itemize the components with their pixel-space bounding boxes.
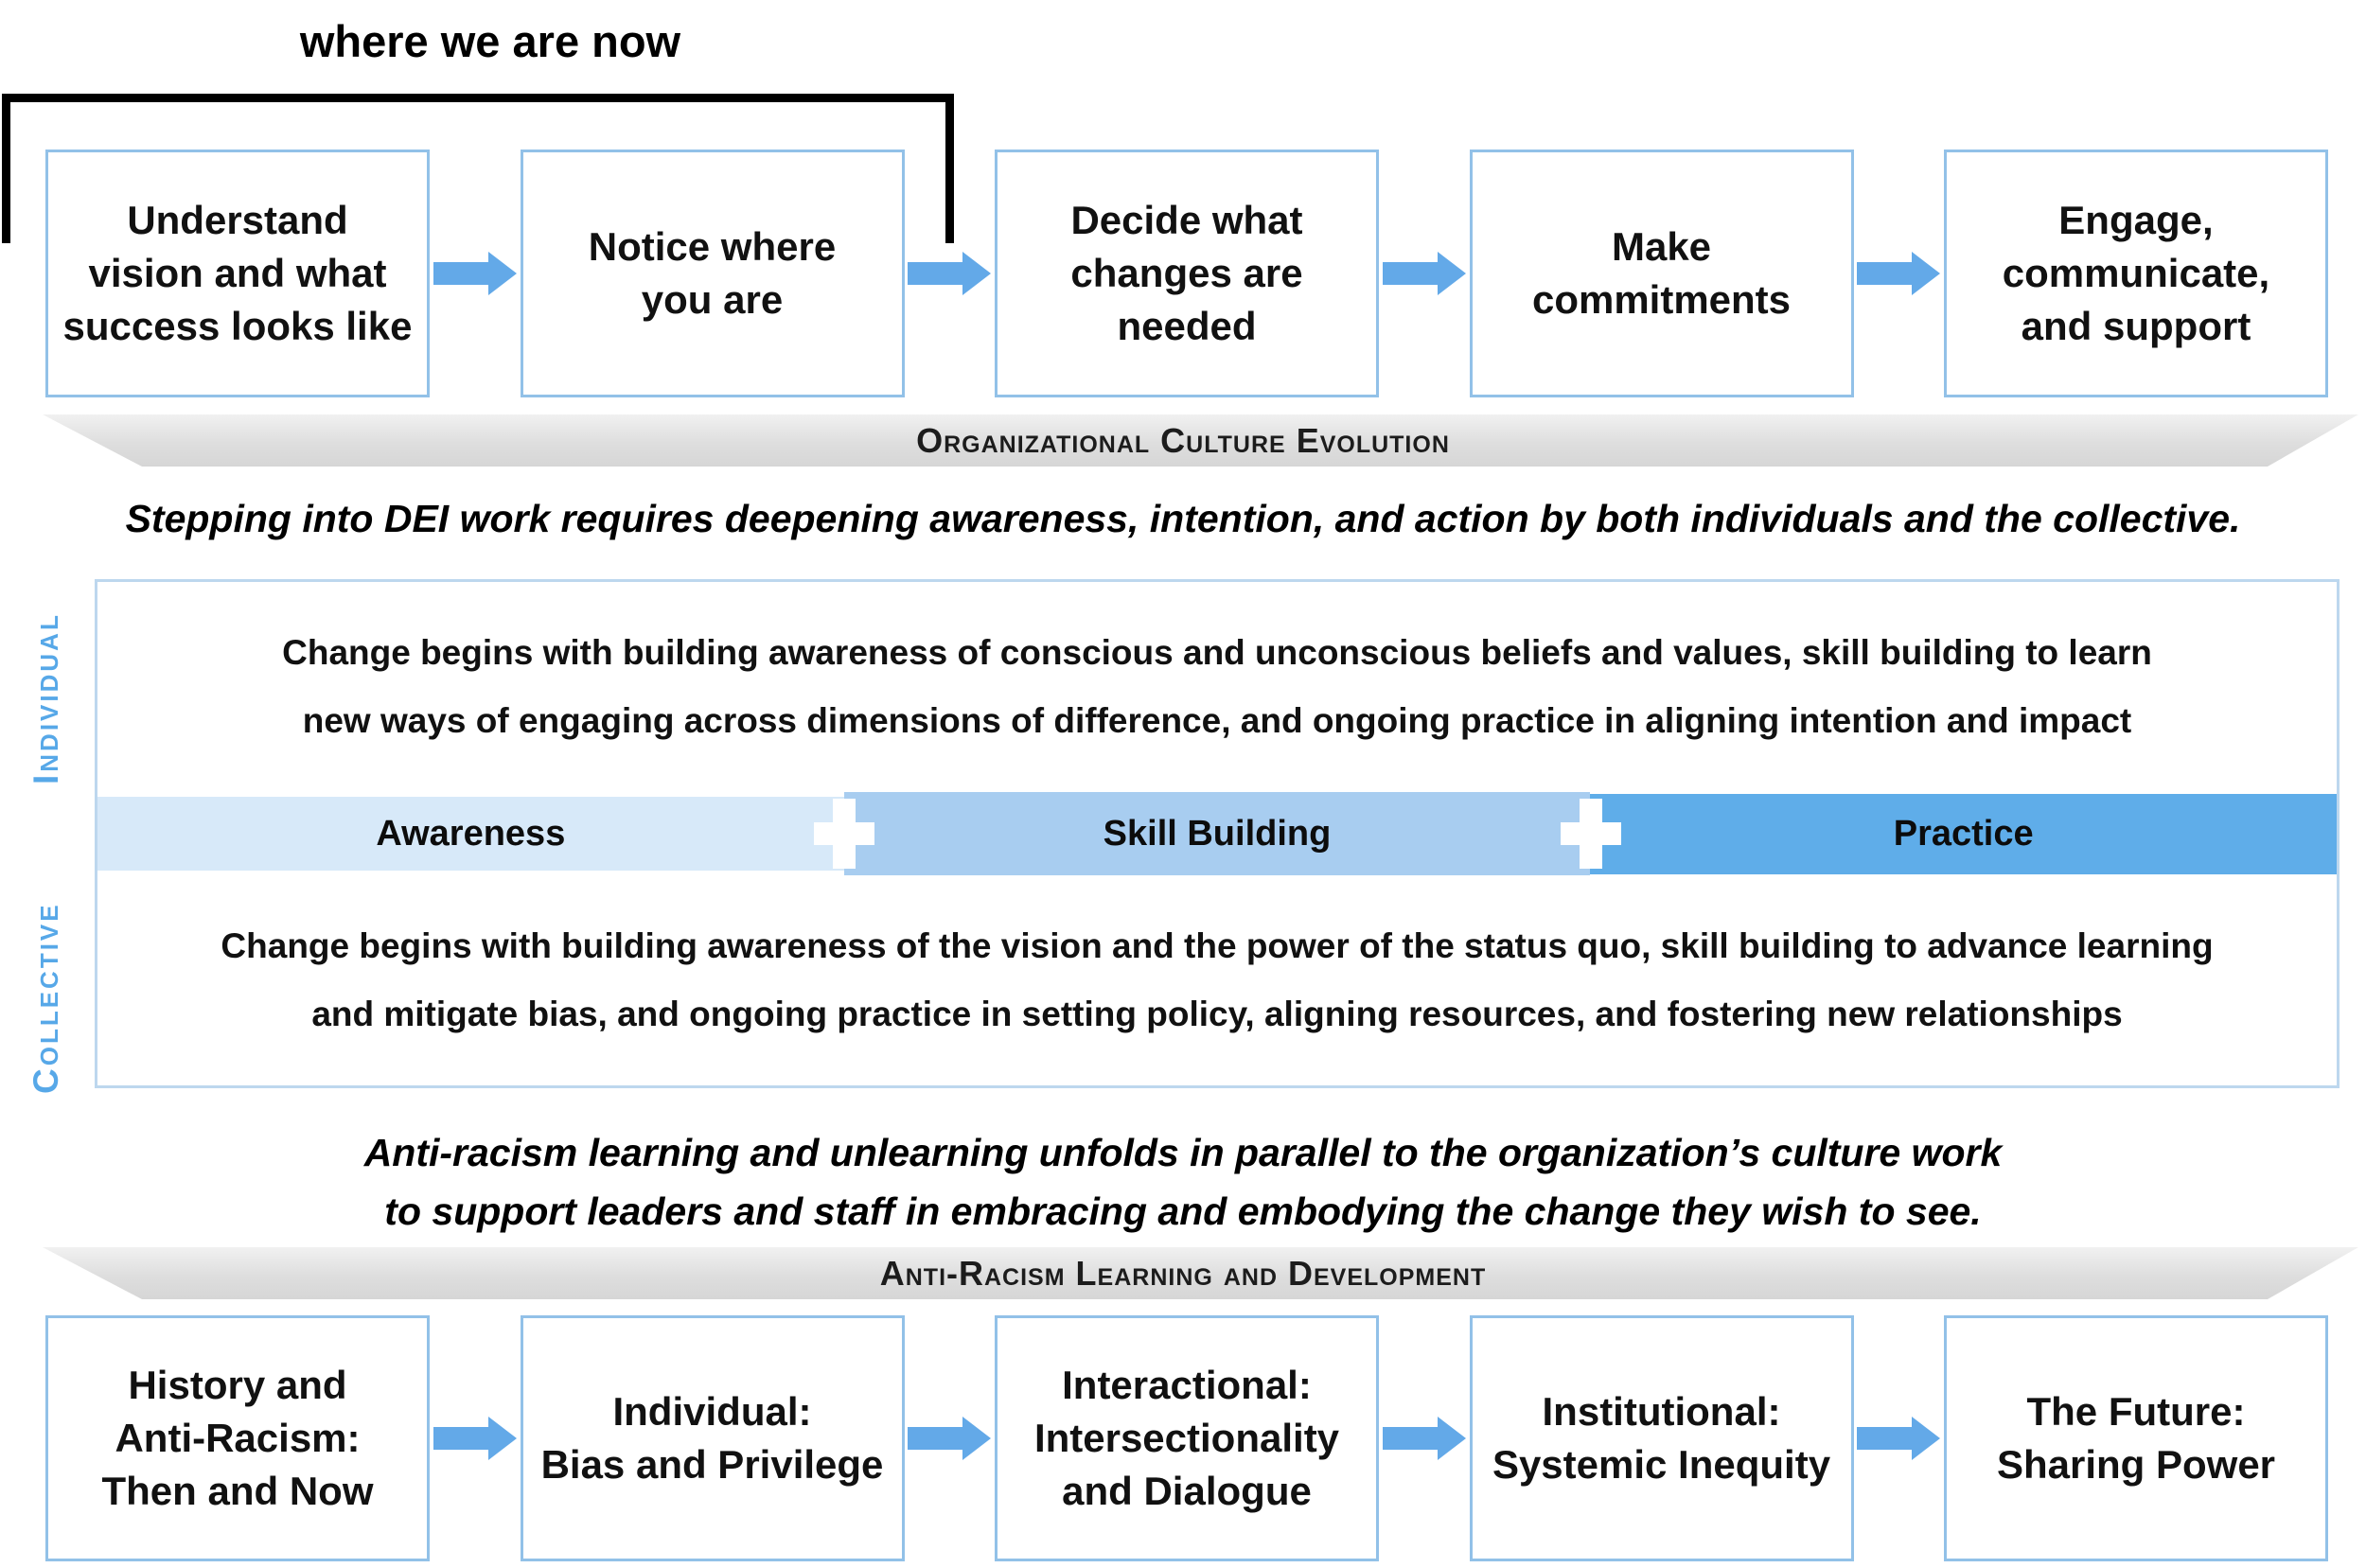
- phase-awareness: Awareness: [97, 797, 844, 871]
- step-make-commitments: Make commitments: [1469, 150, 1854, 397]
- arrow-right-icon: [433, 1417, 517, 1460]
- anti-racism-statement: Anti-racism learning and unlearning unfo…: [363, 1131, 2003, 1233]
- collective-axis-label: Collective: [26, 902, 65, 1095]
- arrow-right-icon: [1382, 1417, 1466, 1460]
- change-matrix: Change begins with building awareness of…: [95, 579, 2340, 1088]
- arrow-right-icon: [1857, 1417, 1941, 1460]
- dei-statement: Stepping into DEI work requires deepenin…: [125, 497, 2241, 540]
- phase-bar: Awareness Skill Building Practice: [97, 792, 2338, 875]
- phase-practice: Practice: [1590, 793, 2338, 874]
- anti-racism-learning-banner: Anti-Racism Learning and Development: [43, 1247, 2358, 1299]
- arrow-right-icon: [433, 252, 517, 295]
- step-future-sharing-power: The Future: Sharing Power: [1944, 1315, 2328, 1561]
- step-individual-bias: Individual: Bias and Privilege: [520, 1315, 905, 1561]
- where-we-are-now-label: where we are now: [299, 16, 681, 66]
- plus-icon: [1561, 799, 1621, 869]
- step-history-anti-racism: History and Anti-Racism: Then and Now: [45, 1315, 430, 1561]
- arrow-right-icon: [908, 1417, 992, 1460]
- step-understand-vision: Understand vision and what success looks…: [45, 150, 430, 397]
- step-decide-changes: Decide what changes are needed: [995, 150, 1379, 397]
- organizational-culture-evolution-banner: Organizational Culture Evolution: [43, 414, 2358, 467]
- step-institutional-inequity: Institutional: Systemic Inequity: [1469, 1315, 1854, 1561]
- anti-racism-flow: History and Anti-Racism: Then and Now In…: [45, 1315, 2328, 1561]
- arrow-right-icon: [908, 252, 992, 295]
- arrow-right-icon: [1857, 252, 1941, 295]
- individual-change-text: Change begins with building awareness of…: [282, 632, 2152, 740]
- step-interactional-intersectionality: Interactional: Intersectionality and Dia…: [995, 1315, 1379, 1561]
- collective-change-text: Change begins with building awareness of…: [221, 925, 2214, 1033]
- phase-skill-building: Skill Building: [843, 792, 1591, 875]
- individual-axis-label: Individual: [26, 612, 65, 784]
- culture-evolution-flow: Understand vision and what success looks…: [45, 150, 2328, 397]
- step-engage-communicate: Engage, communicate, and support: [1944, 150, 2328, 397]
- step-notice-where-you-are: Notice where you are: [520, 150, 905, 397]
- arrow-right-icon: [1382, 252, 1466, 295]
- plus-icon: [814, 799, 874, 869]
- where-we-are-now-bracket: [2, 94, 954, 243]
